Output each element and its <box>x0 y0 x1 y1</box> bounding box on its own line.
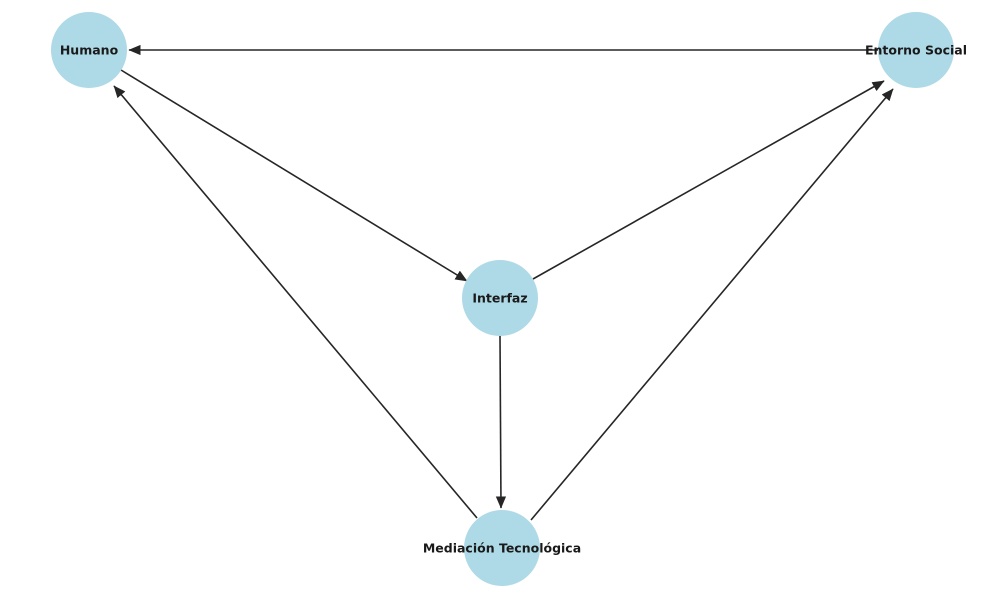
node-entorno_social[interactable] <box>878 12 954 88</box>
edge-mediacion-to-humano <box>113 85 478 519</box>
nodes-layer <box>51 12 954 586</box>
node-label-entorno_social: Entorno Social <box>865 43 967 58</box>
edge-interfaz-to-mediacion <box>495 335 507 509</box>
edge-humano-to-interfaz <box>120 69 468 282</box>
edge-mediacion-to-entorno <box>530 88 894 521</box>
edge-interfaz-to-entorno <box>532 80 885 280</box>
node-label-mediacion_tecnologica: Mediación Tecnológica <box>423 541 581 556</box>
node-interfaz[interactable] <box>462 260 538 336</box>
node-mediacion_tecnologica[interactable] <box>464 510 540 586</box>
node-label-interfaz: Interfaz <box>472 291 527 306</box>
edges-layer <box>113 44 894 521</box>
node-label-humano: Humano <box>60 43 119 58</box>
node-humano[interactable] <box>51 12 127 88</box>
